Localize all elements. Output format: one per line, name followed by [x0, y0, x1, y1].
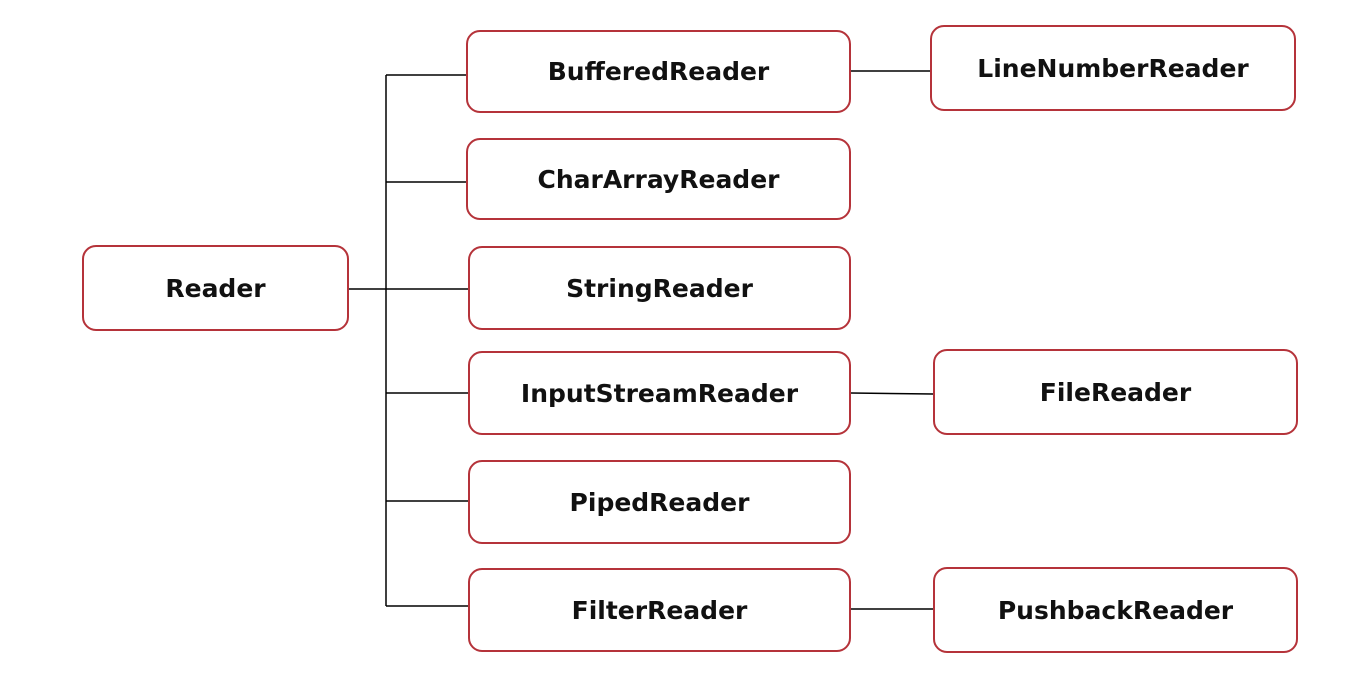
node-filereader: FileReader: [933, 349, 1298, 435]
node-pipedreader: PipedReader: [468, 460, 851, 544]
node-bufferedreader: BufferedReader: [466, 30, 851, 113]
node-reader: Reader: [82, 245, 349, 331]
connector-inputstream-to-file: [850, 392, 934, 395]
node-chararrayreader: CharArrayReader: [466, 138, 851, 220]
node-linenumberreader: LineNumberReader: [930, 25, 1296, 111]
node-filterreader: FilterReader: [468, 568, 851, 652]
node-inputstreamreader: InputStreamReader: [468, 351, 851, 435]
node-pushbackreader: PushbackReader: [933, 567, 1298, 653]
node-stringreader: StringReader: [468, 246, 851, 330]
